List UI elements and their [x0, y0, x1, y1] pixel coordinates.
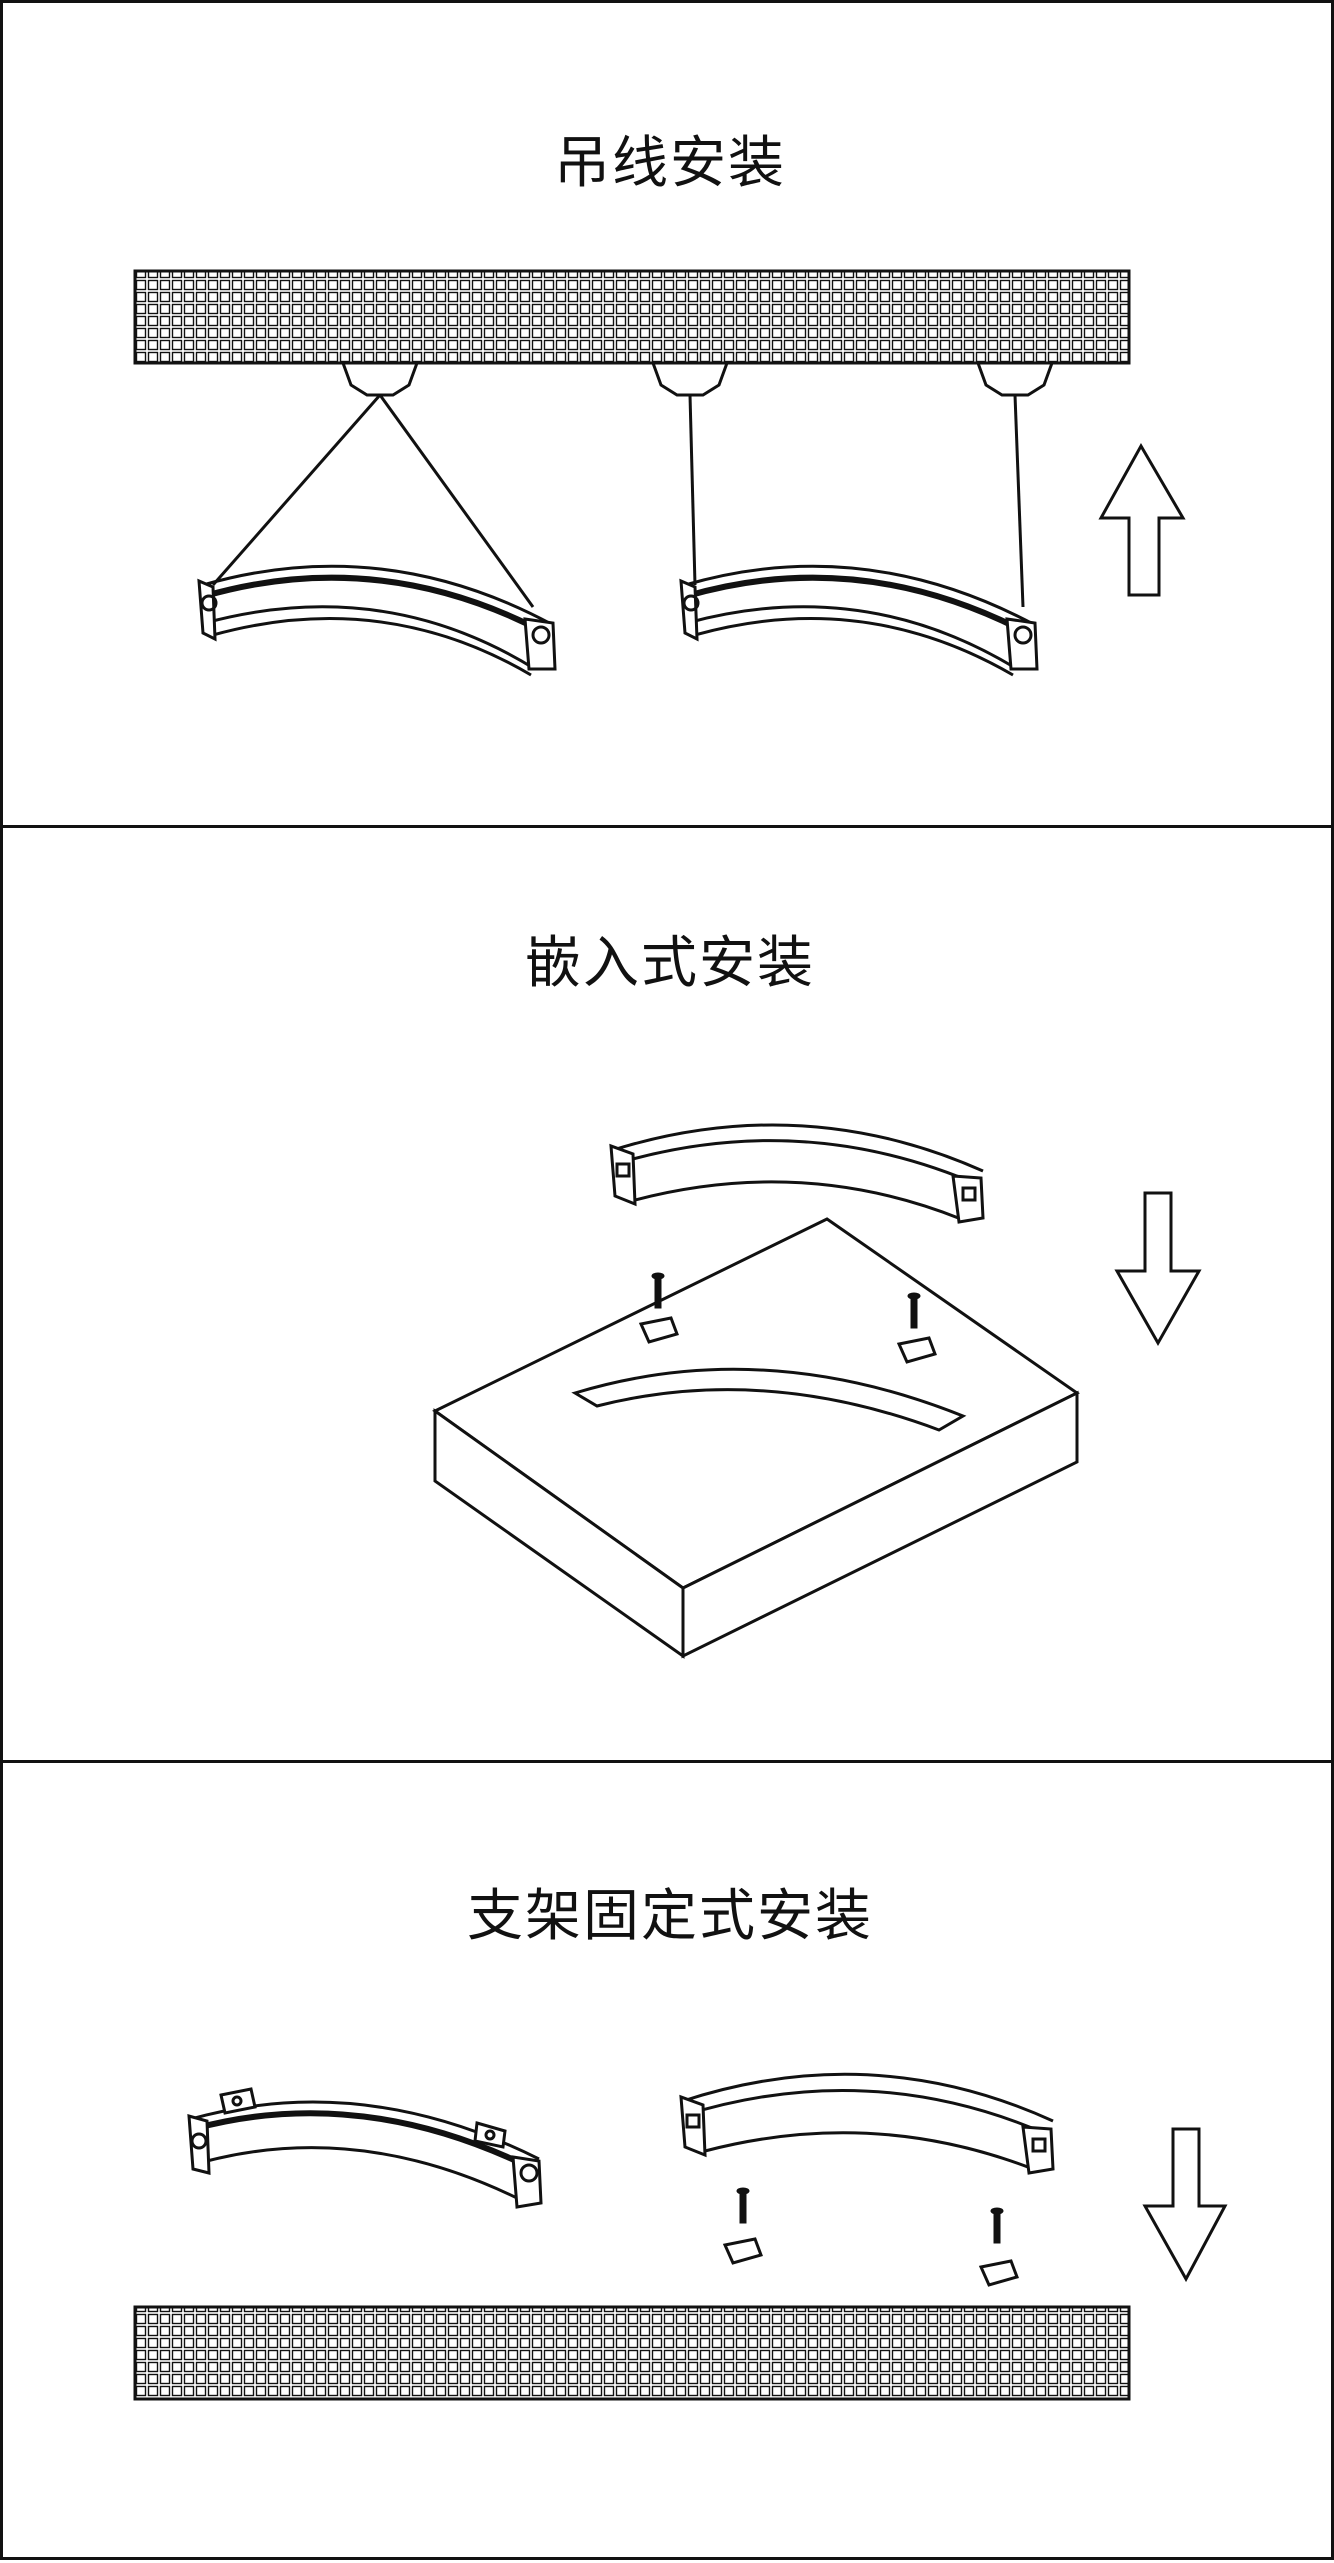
ceiling-board: [432, 1217, 1080, 1659]
bracket-illustration: [133, 2072, 1228, 2401]
screw: [651, 1272, 665, 1309]
section-bracket-installation: 支架固定式安装: [3, 1761, 1334, 2563]
section-title-recessed: 嵌入式安装: [525, 931, 815, 996]
ceiling-mount-3: [975, 361, 1055, 397]
screw: [990, 2207, 1004, 2244]
section-recessed-installation: 嵌入式安装: [3, 826, 1334, 1761]
ceiling-mount-1: [340, 361, 420, 397]
pendant-illustration: [133, 269, 1186, 677]
section-title-pendant: 吊线安装: [554, 131, 786, 196]
mounting-clip: [978, 2259, 1019, 2287]
mounting-clip: [638, 1316, 679, 1344]
section-divider: [3, 1760, 1334, 1763]
suspension-wire: [378, 394, 535, 608]
screw: [736, 2187, 750, 2224]
ceiling-slab: [133, 269, 1131, 365]
recess-cutout: [571, 1367, 967, 1432]
curved-lamp: [609, 1123, 985, 1224]
section-divider: [3, 825, 1334, 828]
mounting-surface-slab: [133, 2305, 1131, 2401]
up-arrow: [1098, 442, 1186, 597]
curved-lamp-1: [197, 564, 557, 677]
mounting-clip: [722, 2237, 763, 2265]
curved-lamp: [679, 2072, 1055, 2175]
suspension-wire: [1013, 394, 1025, 608]
suspension-wire: [688, 394, 697, 586]
down-arrow: [1114, 1191, 1202, 1347]
section-title-bracket: 支架固定式安装: [467, 1884, 873, 1949]
down-arrow: [1142, 2127, 1228, 2283]
suspension-wire: [211, 394, 382, 586]
ceiling-mount-2: [650, 361, 730, 397]
curved-lamp-with-bracket: [187, 2087, 543, 2209]
recessed-illustration: [432, 1123, 1202, 1659]
screw: [907, 1292, 921, 1329]
mounting-clip: [896, 1336, 937, 1364]
section-pendant-installation: 吊线安装: [3, 3, 1334, 826]
curved-lamp-2: [679, 564, 1039, 677]
